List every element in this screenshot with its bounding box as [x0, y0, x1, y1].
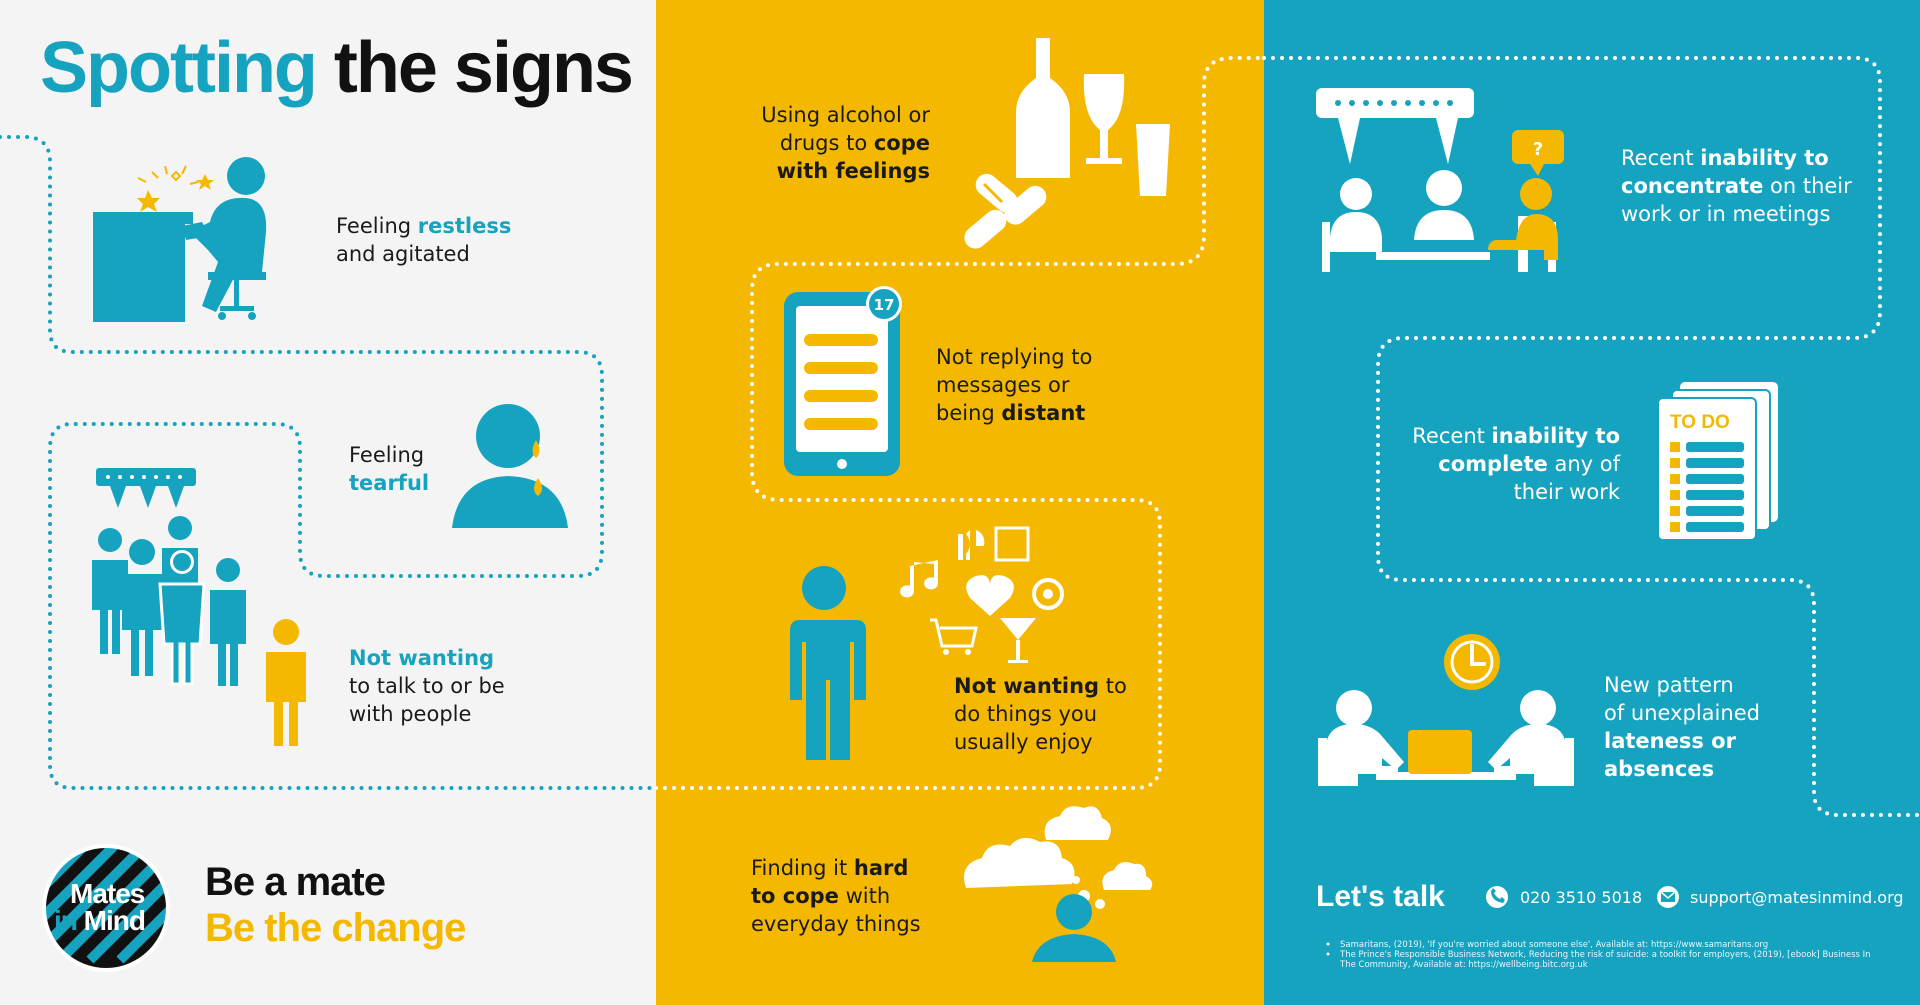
sign-alcohol-em2: cope: [873, 131, 930, 155]
sign-cope: Finding it hard to cope with everyday th…: [751, 854, 921, 938]
sign-replying: Not replying to messages or being distan…: [936, 343, 1092, 427]
sign-complete: Recent inability to complete any of thei…: [1380, 422, 1620, 506]
slogan-be-the-change: Be the change: [205, 906, 466, 950]
phone-number-link[interactable]: 020 3510 5018: [1520, 888, 1643, 907]
title-word-spotting: Spotting: [40, 28, 318, 108]
sign-enjoy-line2: do things you: [954, 702, 1098, 726]
sign-cope-pre1: Finding it: [751, 856, 854, 880]
restless-person-icon: [93, 157, 267, 322]
dotted-path-mid: [654, 56, 1266, 790]
sign-replying-line2: messages or: [936, 373, 1070, 397]
lonely-person-icon: [266, 619, 306, 746]
sign-complete-post2: any of: [1547, 452, 1620, 476]
sign-complete-pre1: Recent: [1412, 424, 1492, 448]
sign-enjoy: Not wanting to do things you usually enj…: [954, 672, 1127, 756]
tablet-messages-icon: [784, 286, 902, 476]
sign-alcohol-em3: with feelings: [776, 159, 930, 183]
sign-restless-line2: and agitated: [336, 242, 470, 266]
tearful-person-icon: [452, 404, 568, 528]
logo-text-mates: Mates: [70, 878, 145, 909]
sign-tearful-line1: Feeling: [349, 443, 425, 467]
overwhelmed-person-icon: [1032, 894, 1116, 962]
dotted-path-left: [0, 135, 658, 790]
email-icon: [1657, 886, 1679, 908]
group-people-icon: [92, 468, 246, 686]
sign-concentrate-line3: work or in meetings: [1621, 202, 1831, 226]
confused-person-icon: [1488, 130, 1564, 260]
lets-talk-heading: Let's talk: [1316, 880, 1445, 913]
references: Samaritans, (2019), 'If you're worried a…: [1340, 940, 1871, 970]
sign-cope-em1: hard: [853, 856, 909, 880]
sign-complete-em2: complete: [1438, 452, 1548, 476]
sign-enjoy-em: Not wanting: [954, 674, 1100, 698]
sign-lateness-em3: lateness or: [1604, 729, 1736, 753]
sign-enjoy-post1: to: [1099, 674, 1127, 698]
sign-concentrate-em2: concentrate: [1621, 174, 1764, 198]
sign-replying-pre3: being: [936, 401, 1002, 425]
slogan-be-a-mate: Be a mate: [205, 860, 386, 904]
sign-replying-em3: distant: [1001, 401, 1086, 425]
sign-tearful-em: tearful: [349, 471, 430, 495]
sign-withdrawn-line2: to talk to or be: [349, 674, 505, 698]
sign-tearful: Feeling tearful: [349, 441, 429, 497]
reference-3: The Community, Available at: https://wel…: [1340, 960, 1588, 970]
sign-withdrawn-em: Not wanting: [349, 646, 495, 670]
sign-withdrawn-line3: with people: [349, 702, 472, 726]
reference-1: Samaritans, (2019), 'If you're worried a…: [1340, 940, 1769, 950]
meeting-icon: [1316, 88, 1556, 272]
sign-concentrate-pre1: Recent: [1621, 146, 1701, 170]
logo-text-mind: Mind: [76, 905, 146, 936]
sign-withdrawn: Not wanting to talk to or be with people: [349, 644, 505, 728]
sign-alcohol-pre2: drugs to: [779, 131, 874, 155]
phone-icon: [1486, 886, 1508, 908]
sign-alcohol-line1: Using alcohol or: [761, 103, 930, 127]
sign-complete-em1: inability to: [1491, 424, 1620, 448]
question-icon: ?: [1533, 139, 1543, 160]
todo-list-icon: [1657, 382, 1778, 541]
todo-label: TO DO: [1670, 412, 1730, 433]
title-word-signs: the signs: [333, 28, 634, 108]
lateness-desk-icon: [1318, 690, 1574, 786]
sign-lateness-line2: of unexplained: [1604, 701, 1760, 725]
sign-restless-pre: Feeling: [336, 214, 418, 238]
activities-icons: [900, 526, 1064, 663]
alcohol-drugs-icon: [964, 38, 1170, 249]
reference-bullets: [1326, 942, 1330, 956]
sign-replying-line1: Not replying to: [936, 345, 1093, 369]
sign-lateness-line1: New pattern: [1604, 673, 1734, 697]
logo-text-in: in: [54, 905, 78, 936]
sign-complete-line3: their work: [1513, 480, 1620, 504]
mates-in-mind-logo-icon: [42, 844, 170, 972]
sign-cope-post2: with: [838, 884, 891, 908]
reference-2: The Prince's Responsible Business Networ…: [1340, 950, 1871, 960]
right-panel: [1264, 0, 1920, 1005]
sign-cope-em2: to cope: [751, 884, 839, 908]
sign-concentrate: Recent inability to concentrate on their…: [1621, 144, 1852, 228]
clock-icon: [1444, 634, 1500, 690]
thought-clouds-icon: [964, 806, 1153, 909]
sign-restless: Feeling restless and agitated: [336, 212, 511, 268]
notification-badge: 17: [874, 296, 895, 314]
sign-enjoy-line3: usually enjoy: [954, 730, 1093, 754]
disinterested-person-icon: [790, 566, 866, 760]
sign-lateness: New pattern of unexplained lateness or a…: [1604, 671, 1760, 783]
sign-concentrate-post2: on their: [1763, 174, 1852, 198]
logo-text-in-mind: in Mind: [54, 905, 146, 936]
page-title: Spotting the signs: [40, 28, 634, 108]
sign-alcohol: Using alcohol or drugs to cope with feel…: [690, 101, 930, 185]
email-link[interactable]: support@matesinmind.org: [1690, 888, 1904, 907]
sign-cope-line3: everyday things: [751, 912, 921, 936]
sign-concentrate-em1: inability to: [1700, 146, 1829, 170]
sign-restless-em: restless: [417, 214, 512, 238]
sign-lateness-em4: absences: [1604, 757, 1715, 781]
